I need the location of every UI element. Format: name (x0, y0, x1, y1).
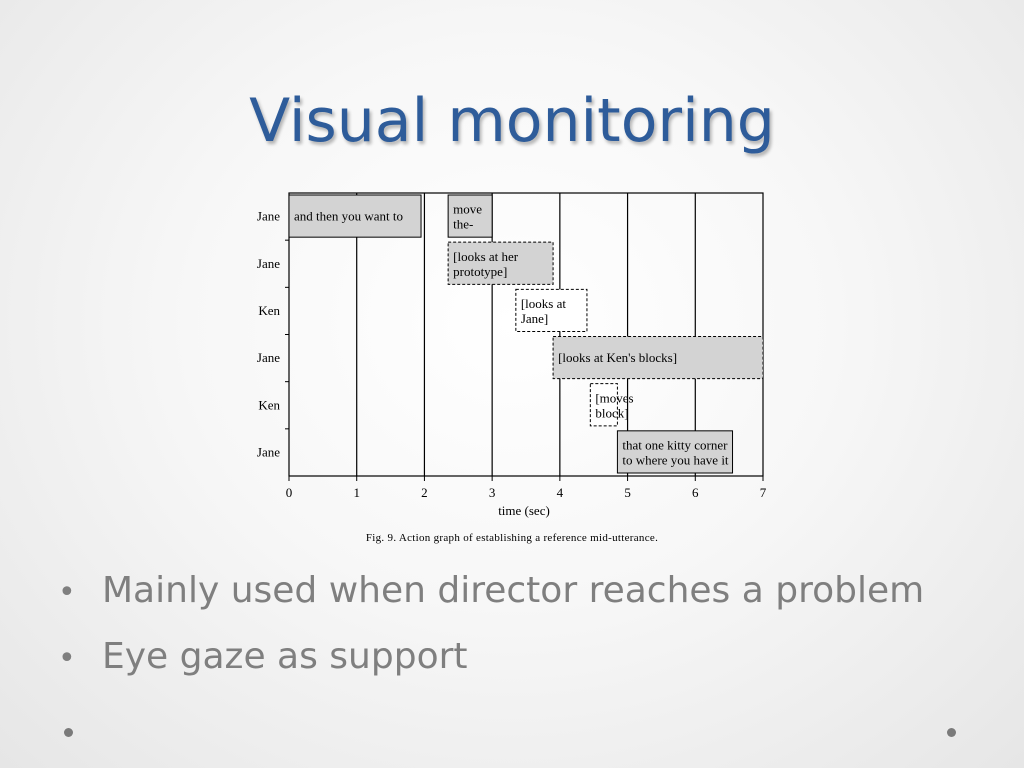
event-bar (589, 383, 618, 427)
x-tick-label: 4 (557, 485, 564, 500)
event-label: block] (595, 405, 628, 420)
x-axis-label: time (sec) (498, 503, 550, 518)
slide-title: Visual monitoring (249, 86, 775, 156)
bullet-icon: • (58, 575, 76, 610)
row-label: Ken (258, 303, 280, 318)
event-label: [looks at her (453, 249, 519, 264)
bullet-icon: • (58, 641, 76, 676)
event-label: [looks at (521, 296, 567, 311)
event-label: to where you have it (622, 452, 729, 467)
row-label: Jane (257, 209, 280, 224)
event-bar (288, 194, 422, 238)
bullet-item: • Mainly used when director reaches a pro… (58, 566, 924, 632)
x-tick-label: 7 (760, 485, 767, 500)
event-bar (447, 194, 493, 238)
x-tick-label: 0 (286, 485, 293, 500)
row-label: Jane (257, 256, 280, 271)
event-label: and then you want to (294, 209, 403, 224)
figure-caption: Fig. 9. Action graph of establishing a r… (365, 532, 659, 544)
x-tick-label: 6 (692, 485, 699, 500)
event-label: move (453, 202, 482, 217)
x-tick-label: 5 (624, 485, 631, 500)
corner-dot-icon (947, 728, 956, 737)
corner-dot-icon (64, 728, 73, 737)
row-label: Jane (257, 444, 280, 459)
bullet-item: • Eye gaze as support (58, 632, 924, 698)
event-label: prototype] (453, 264, 507, 279)
event-label: the- (453, 217, 473, 232)
x-tick-label: 2 (421, 485, 428, 500)
event-bar (552, 336, 764, 380)
event-label: that one kitty corner (622, 437, 728, 452)
bullet-text: Mainly used when director reaches a prob… (102, 570, 925, 611)
row-label: Jane (257, 350, 280, 365)
x-tick-label: 1 (353, 485, 360, 500)
x-tick-label: 3 (489, 485, 496, 500)
event-label: [moves (595, 390, 633, 405)
bullet-list: • Mainly used when director reaches a pro… (58, 566, 924, 698)
row-label: Ken (258, 397, 280, 412)
event-label: Jane] (521, 311, 548, 326)
event-bar (616, 430, 734, 474)
event-bar (447, 241, 554, 285)
bullet-text: Eye gaze as support (102, 636, 468, 677)
event-label: [looks at Ken's blocks] (558, 350, 677, 365)
event-bar (515, 288, 588, 333)
